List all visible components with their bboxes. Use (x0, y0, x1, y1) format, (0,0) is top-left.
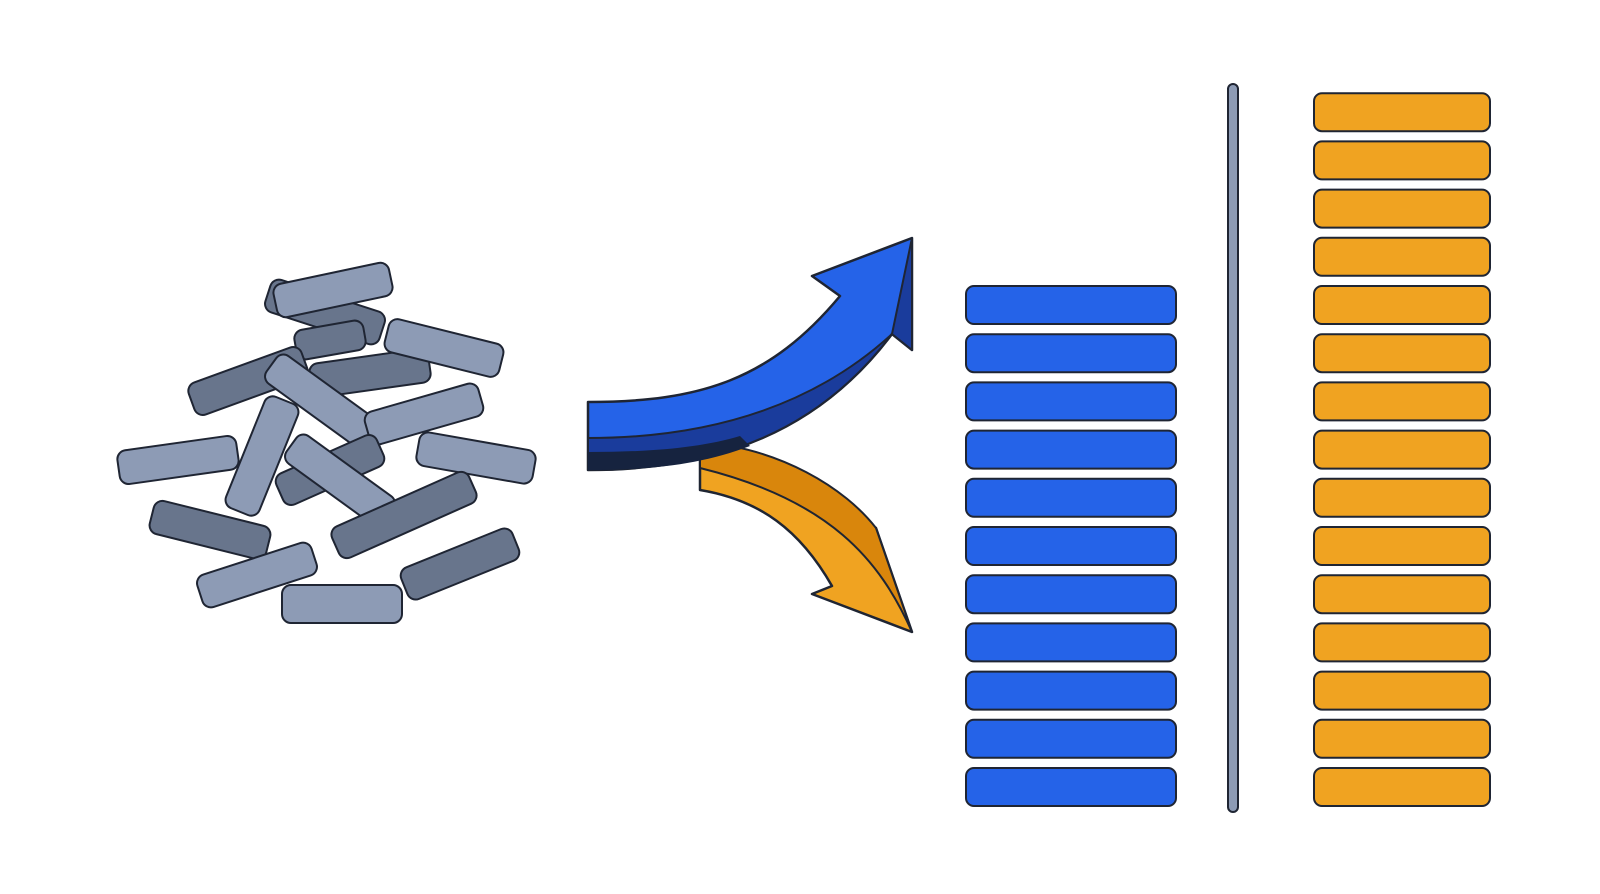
split-arrow (586, 236, 914, 634)
pile-block (272, 261, 394, 319)
orange-arrow-shade (699, 441, 913, 633)
blue-sorted-stack (965, 285, 1177, 807)
pile-block (363, 382, 485, 446)
pile-block (383, 318, 505, 378)
stack-divider (1227, 83, 1239, 813)
orange-block (1313, 574, 1491, 615)
orange-block (1313, 622, 1491, 663)
pile-block (415, 431, 537, 485)
unsorted-block-pile (116, 261, 537, 624)
pile-block (116, 434, 240, 486)
orange-block (1313, 381, 1491, 422)
orange-block (1313, 236, 1491, 277)
orange-block (1313, 767, 1491, 807)
blue-block (965, 333, 1177, 374)
pile-block (293, 319, 367, 361)
pile-block (148, 499, 272, 561)
blue-block (965, 285, 1177, 325)
blue-block (965, 670, 1177, 711)
orange-block (1313, 477, 1491, 518)
orange-block (1313, 670, 1491, 711)
orange-sorted-stack (1313, 92, 1491, 807)
orange-block (1313, 140, 1491, 181)
blue-block (965, 622, 1177, 663)
orange-block (1313, 526, 1491, 566)
blue-block (965, 381, 1177, 422)
pile-block (196, 541, 318, 609)
orange-block (1313, 333, 1491, 374)
pile-block (399, 527, 521, 601)
blue-block (965, 718, 1177, 759)
blue-block (965, 767, 1177, 807)
blue-block (965, 429, 1177, 470)
orange-block (1313, 188, 1491, 229)
orange-block (1313, 718, 1491, 759)
orange-block (1313, 285, 1491, 325)
orange-block (1313, 429, 1491, 470)
blue-block (965, 477, 1177, 518)
pile-block (281, 584, 403, 624)
blue-block (965, 526, 1177, 566)
pile-block (224, 395, 300, 517)
orange-block (1313, 92, 1491, 133)
pile-block (330, 470, 478, 560)
arrow-root-shadow (588, 436, 750, 470)
blue-block (965, 574, 1177, 615)
